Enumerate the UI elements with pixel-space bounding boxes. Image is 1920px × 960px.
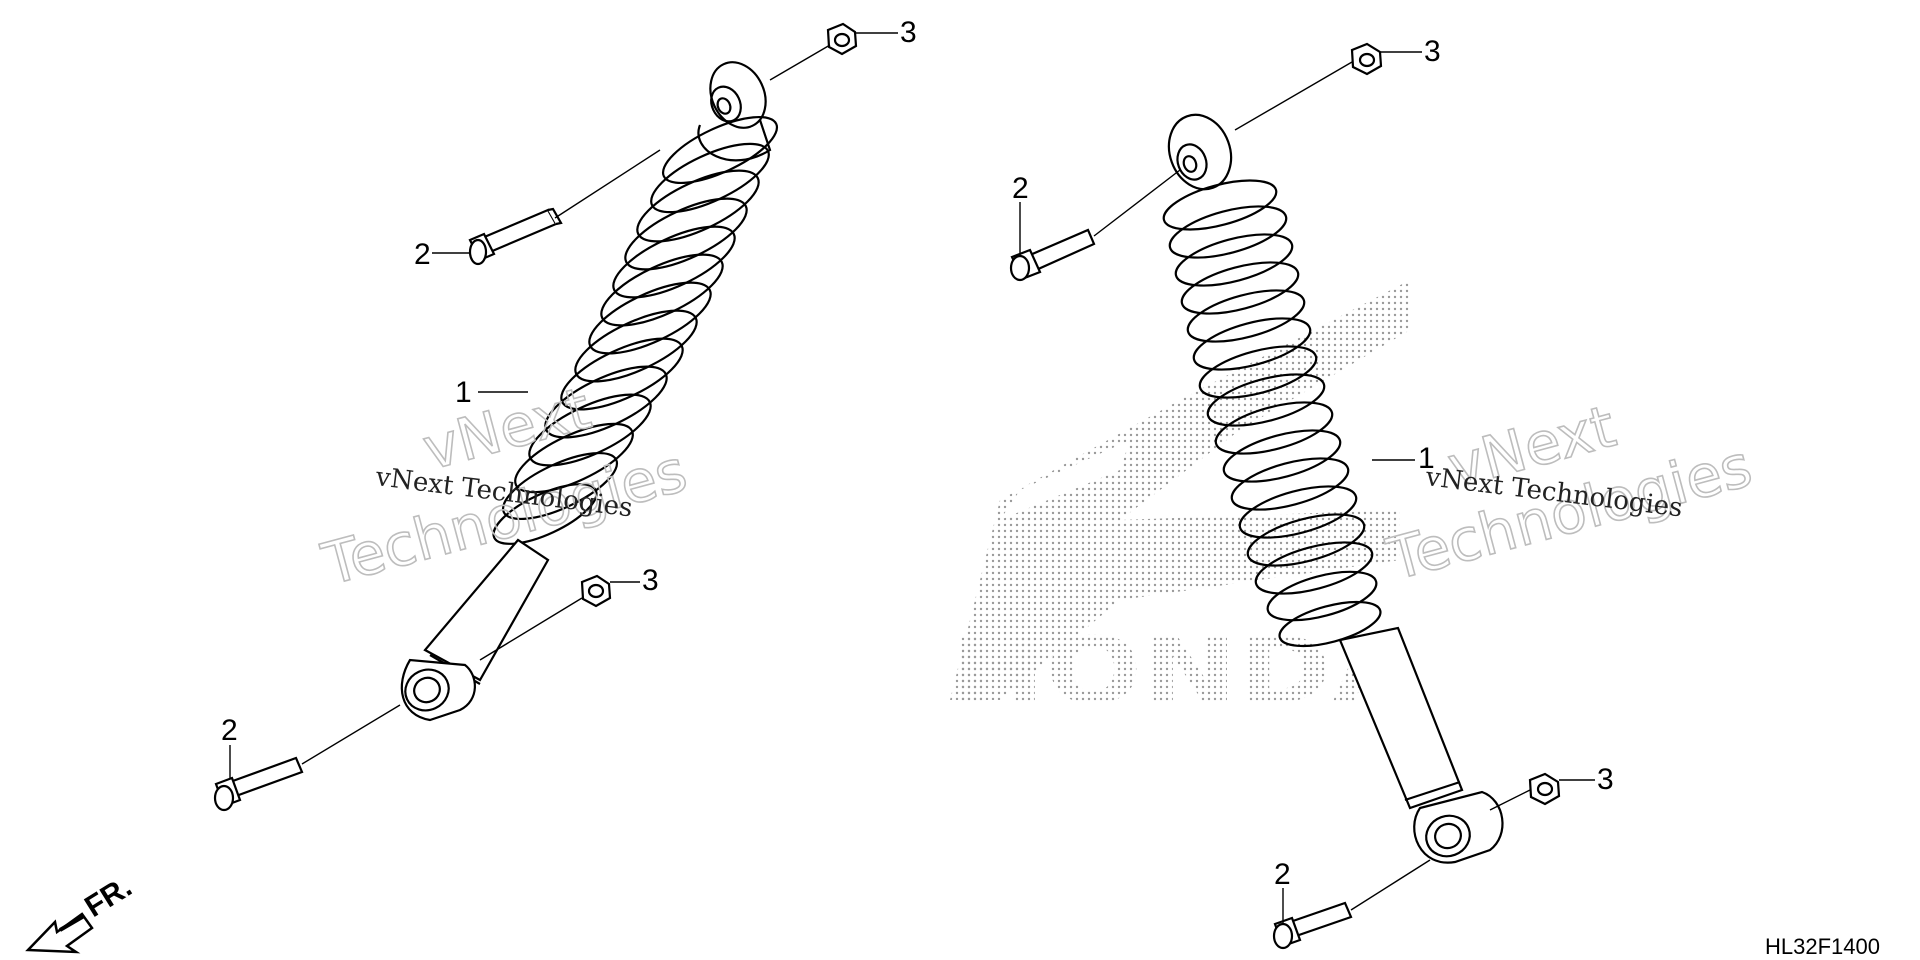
right-top-nut xyxy=(1350,42,1383,76)
callout-shock-absorber-right: 1 xyxy=(1418,442,1435,475)
front-arrow-icon xyxy=(25,912,94,954)
diagram-code: HL32F1400 xyxy=(1765,934,1880,959)
callout-nut-right-bottom: 3 xyxy=(1597,763,1614,796)
left-top-mount-eye xyxy=(697,61,772,162)
right-damper-body xyxy=(1338,626,1464,810)
right-bottom-nut xyxy=(1528,772,1561,806)
watermark-right: vNext Technologies vNext Technologies xyxy=(1379,391,1759,594)
left-shock-absorber xyxy=(400,61,779,722)
right-top-bolt xyxy=(1009,228,1096,282)
right-spring xyxy=(1162,179,1382,648)
left-top-bolt xyxy=(468,207,563,266)
left-bottom-mount-eye xyxy=(400,658,476,722)
right-top-mount-eye xyxy=(1167,113,1233,191)
honda-wing-mark xyxy=(950,280,1410,700)
right-shock-absorber xyxy=(1162,113,1504,864)
front-label: FR. xyxy=(79,870,137,924)
honda-wordmark: HONDA xyxy=(950,617,1420,724)
right-leader-lines xyxy=(1019,51,1595,924)
left-bottom-nut xyxy=(580,574,612,608)
left-top-nut xyxy=(826,22,858,56)
callout-bolt-right-top: 2 xyxy=(1012,172,1029,205)
callout-nut-left-bottom: 3 xyxy=(642,564,659,597)
callouts: 1 2 3 2 3 1 2 3 2 3 xyxy=(221,16,1614,891)
callout-bolt-right-bottom: 2 xyxy=(1274,858,1291,891)
right-bottom-mount-eye xyxy=(1413,790,1504,864)
callout-bolt-left-top: 2 xyxy=(414,238,431,271)
left-bottom-bolt xyxy=(213,756,304,812)
left-spring xyxy=(492,115,779,545)
left-leader-lines xyxy=(229,32,898,778)
callout-shock-absorber-left: 1 xyxy=(455,376,472,409)
front-direction-indicator: FR. xyxy=(25,870,138,954)
honda-logo-watermark: HONDA xyxy=(950,280,1420,724)
right-bottom-bolt xyxy=(1272,901,1353,950)
callout-nut-right-top: 3 xyxy=(1424,35,1441,68)
callout-bolt-left-bottom: 2 xyxy=(221,714,238,747)
callout-nut-left-top: 3 xyxy=(900,16,917,49)
